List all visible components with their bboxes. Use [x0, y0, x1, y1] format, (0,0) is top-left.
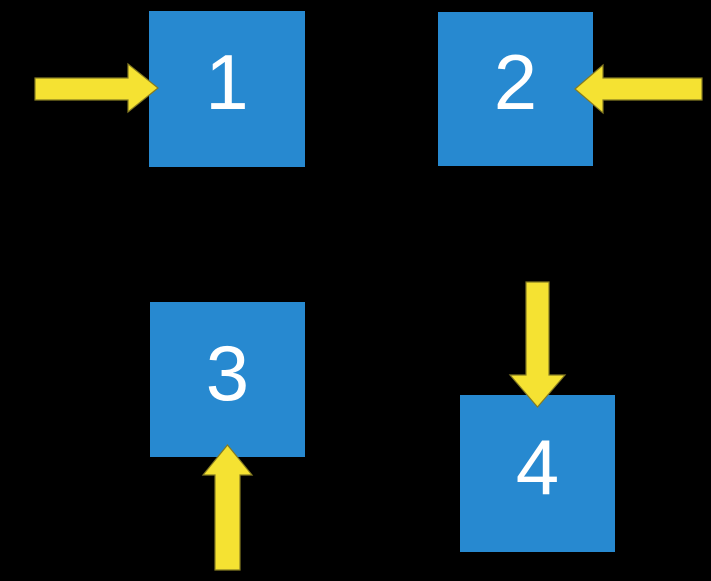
arrow-up-into-square-3-icon	[201, 444, 254, 571]
square-1: 1	[149, 11, 305, 167]
arrow-down-into-square-4-icon	[508, 281, 567, 408]
square-3: 3	[150, 302, 305, 457]
square-1-label: 1	[205, 38, 249, 126]
arrow-right-into-square-1-icon	[34, 62, 159, 114]
square-2-label: 2	[493, 38, 538, 126]
square-4-label: 4	[515, 422, 560, 511]
square-4: 4	[460, 395, 615, 552]
square-2: 2	[438, 12, 593, 166]
arrow-left-into-square-2-icon	[574, 63, 703, 115]
square-3-label: 3	[205, 328, 250, 417]
